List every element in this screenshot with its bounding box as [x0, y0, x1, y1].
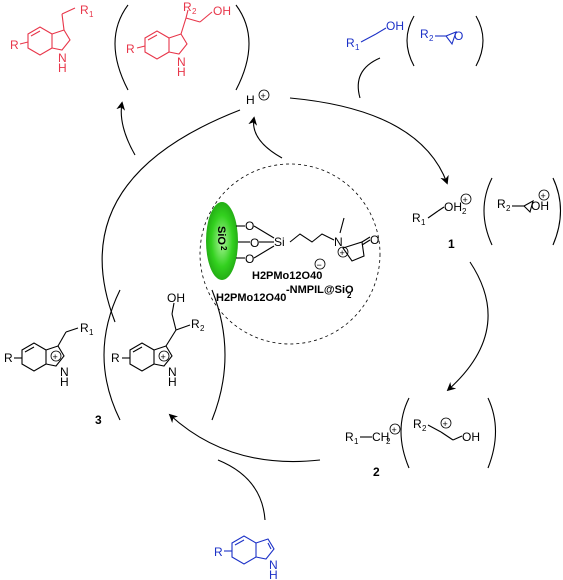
int2-R1: R — [345, 430, 354, 444]
anion-formula: H2PMo12O40 — [252, 270, 322, 282]
intermediate-3: + R R 1 N H 3 + R OH R 2 N H — [4, 289, 226, 427]
svg-text:+: + — [392, 425, 397, 435]
o-label-1: O — [245, 219, 254, 233]
epoxide-R-sub: 2 — [429, 34, 434, 43]
product-indole-1: R R 1 N H — [10, 3, 94, 75]
arrow-cycle-to-proton — [248, 116, 283, 159]
int1-R2-sub: 2 — [506, 204, 511, 213]
int3a-R1-sub: 1 — [89, 328, 94, 337]
alcohol-R-sub: 1 — [355, 43, 360, 52]
int1-R1-sub: 1 — [421, 218, 426, 227]
int2-R2: R — [413, 417, 422, 431]
indole-R: R — [214, 545, 223, 559]
silica-support — [206, 202, 238, 280]
arrow-reactants-to-1 — [289, 97, 449, 185]
int1-OH: OH — [531, 199, 549, 213]
int3-label: 3 — [95, 413, 102, 427]
arrow-1-to-2 — [446, 261, 489, 392]
svg-text:+: + — [53, 352, 58, 362]
svg-text:+: + — [340, 248, 345, 258]
catalyst-name-line2-sub: 2 — [347, 291, 352, 300]
svg-text:+: + — [443, 419, 448, 429]
product-indole-2: R R 2 OH N H — [126, 0, 231, 79]
catalyst-name-line2: -NMPIL@SiO — [286, 284, 354, 296]
arrow-to-products — [116, 101, 136, 156]
product-2-N: N — [177, 55, 186, 69]
indole-H: H — [269, 568, 278, 580]
int2-R1-sub: 1 — [354, 437, 359, 446]
int3b-R2: R — [191, 317, 200, 331]
int2-CH2-sub: 2 — [386, 437, 391, 446]
top-reactants: R 1 OH R 2 O — [346, 15, 484, 67]
arrow-feed-indole — [217, 459, 266, 521]
o-label-3: O — [245, 252, 254, 266]
alcohol-OH: OH — [386, 19, 404, 33]
o-label-2: O — [250, 236, 259, 250]
int1-label: 1 — [448, 237, 455, 251]
svg-text:+: + — [463, 195, 468, 205]
product-2-OH: OH — [213, 4, 231, 18]
product-bracket — [114, 4, 250, 91]
svg-text:+: + — [161, 352, 166, 362]
arrow-3-to-products — [101, 109, 241, 323]
svg-text:+: + — [541, 191, 546, 201]
arrow-feed-reactants — [357, 57, 381, 99]
product-1-R1: R — [80, 3, 89, 17]
int2-R2-sub: 2 — [422, 424, 427, 433]
intermediate-1: R 1 OH 2 + 1 R 2 OH + — [412, 177, 561, 251]
product-2-H: H — [177, 65, 186, 79]
indole-N: N — [269, 558, 278, 572]
int1-OH2-sub: 2 — [462, 207, 467, 216]
proton-symbol: H — [246, 93, 255, 107]
proton: H + — [246, 89, 270, 107]
int3a-H: H — [60, 375, 69, 389]
si-label: Si — [274, 235, 285, 249]
indole-reactant: R N H — [214, 535, 278, 580]
int3a-R1: R — [80, 321, 89, 335]
proton-charge: + — [261, 91, 266, 101]
support-sub: 2 — [219, 246, 228, 251]
catalyst: SiO 2 O O O Si N O + H2PMo12O40 − H2PMo1… — [199, 163, 381, 345]
arrow-2-to-3 — [168, 413, 321, 463]
product-2-R2: R — [183, 0, 192, 14]
int3b-R2-sub: 2 — [200, 324, 205, 333]
epoxide-O: O — [454, 29, 463, 43]
catalyst-boundary — [199, 163, 381, 345]
int3b-N: N — [168, 365, 177, 379]
cycle-arrows — [101, 57, 489, 521]
int1-R2: R — [497, 197, 506, 211]
int2-CH2: CH — [372, 430, 389, 444]
int3a-R: R — [4, 351, 13, 365]
support-label: SiO — [215, 226, 227, 245]
catalyst-name-line1: H2PMo12O40 — [216, 292, 286, 304]
product-1-R: R — [10, 38, 19, 52]
anion-charge: − — [317, 260, 322, 270]
int1-OH2: OH — [444, 200, 462, 214]
int2-label: 2 — [373, 465, 380, 479]
int3b-OH: OH — [167, 291, 185, 305]
n-label: N — [334, 235, 343, 249]
int1-R1: R — [412, 211, 421, 225]
alcohol-R: R — [346, 36, 355, 50]
product-1-H: H — [58, 61, 67, 75]
product-1-N: N — [58, 51, 67, 65]
product-2-R2-sub: 2 — [192, 7, 197, 16]
int2-OH: OH — [462, 430, 480, 444]
product-2-R: R — [126, 42, 135, 56]
intermediate-2: R 1 CH 2 + 2 R 2 + OH — [345, 397, 496, 479]
int3b-H: H — [168, 375, 177, 389]
int3b-R: R — [111, 351, 120, 365]
epoxide-R: R — [420, 27, 429, 41]
carbonyl-o: O — [370, 233, 379, 247]
int3a-N: N — [60, 365, 69, 379]
product-1-R1-sub: 1 — [89, 10, 94, 19]
